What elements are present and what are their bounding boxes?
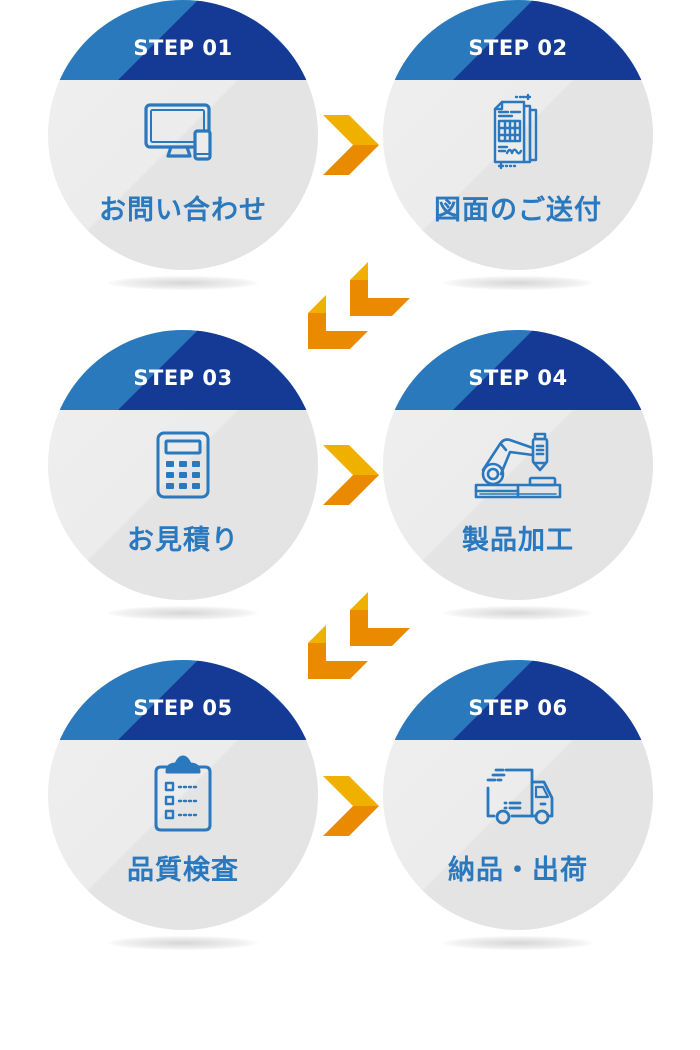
arrow-right-icon (323, 445, 379, 505)
step-title: 納品・出荷 (448, 855, 588, 886)
step-title: 品質検査 (127, 855, 239, 886)
step-04: STEP 04 製品加工 (383, 330, 653, 630)
step-header-band (48, 330, 318, 410)
step-shadow (108, 606, 258, 620)
step-shadow (108, 276, 258, 290)
step-label: STEP 06 (468, 696, 568, 720)
monitor-smartphone-icon (133, 100, 233, 170)
step-header-band (383, 660, 653, 740)
step-01: STEP 01 お問い合わせ (48, 0, 318, 300)
step-label: STEP 02 (468, 36, 568, 60)
step-circle: STEP 02 図面のご送付 (383, 0, 653, 270)
step-shadow (443, 276, 593, 290)
delivery-truck-icon (468, 760, 568, 830)
step-shadow (443, 936, 593, 950)
step-02: STEP 02 図面のご送付 (383, 0, 653, 300)
robot-arm-machining-icon (468, 430, 568, 500)
step-label: STEP 04 (468, 366, 568, 390)
arrow-right-icon (323, 115, 379, 175)
step-shadow (108, 936, 258, 950)
step-circle: STEP 05 品質検査 (48, 660, 318, 930)
step-title: お問い合わせ (99, 195, 267, 226)
arrow-right-icon (323, 776, 379, 836)
step-circle: STEP 04 製品加工 (383, 330, 653, 600)
step-circle: STEP 03 お見積り (48, 330, 318, 600)
step-header-band (383, 0, 653, 80)
step-title: 製品加工 (462, 525, 574, 556)
step-header-band (383, 330, 653, 410)
step-05: STEP 05 品質検査 (48, 660, 318, 960)
step-label: STEP 01 (133, 36, 233, 60)
step-shadow (443, 606, 593, 620)
step-header-band (48, 660, 318, 740)
step-label: STEP 05 (133, 696, 233, 720)
step-header-band (48, 0, 318, 80)
step-06: STEP 06 納品・出荷 (383, 660, 653, 960)
step-circle: STEP 06 納品・出荷 (383, 660, 653, 930)
step-03: STEP 03 お見積り (48, 330, 318, 630)
step-circle: STEP 01 お問い合わせ (48, 0, 318, 270)
step-title: 図面のご送付 (434, 195, 602, 226)
step-label: STEP 03 (133, 366, 233, 390)
drawing-documents-icon (468, 93, 568, 170)
calculator-icon (133, 430, 233, 500)
clipboard-checklist-icon (133, 755, 233, 832)
step-title: お見積り (127, 525, 239, 556)
